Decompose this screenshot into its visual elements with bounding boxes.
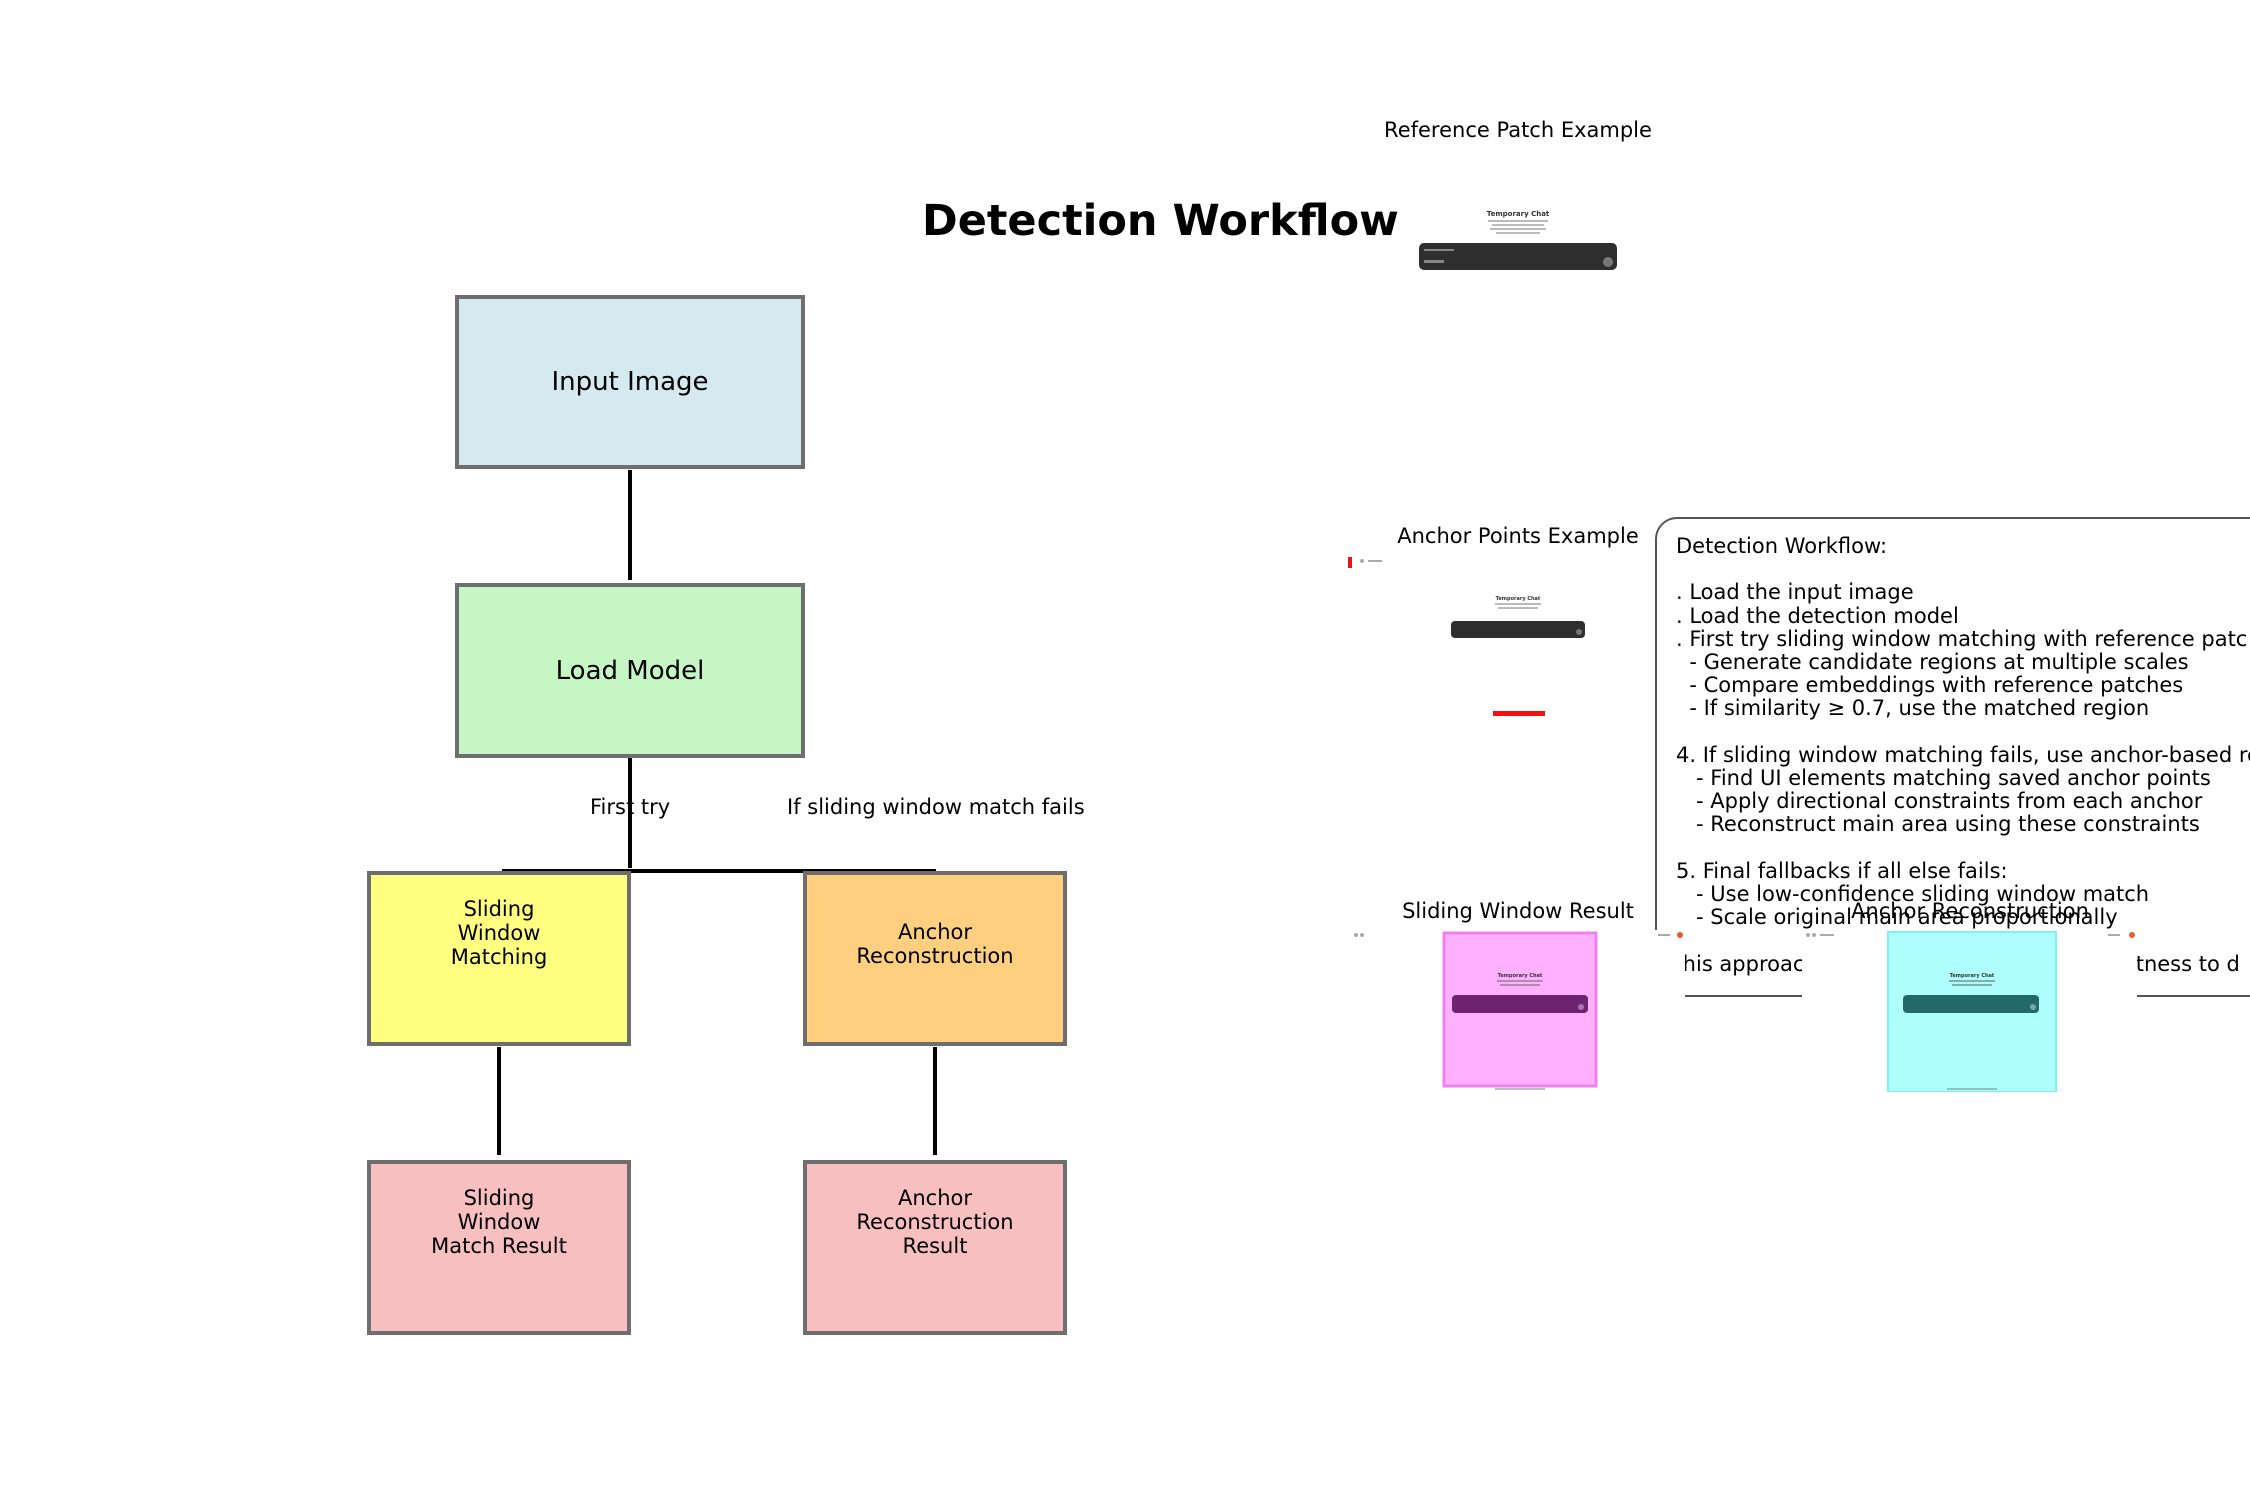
caption-anchor-reconstruction: Anchor Reconstruction (1851, 899, 2089, 923)
workflow-notes-text: Detection Workflow: . Load the input ima… (1676, 534, 2250, 976)
caption-anchor-points: Anchor Points Example (1397, 524, 1639, 548)
node-sliding-window-matching-label: Sliding Window Matching (450, 897, 548, 969)
node-anchor-reconstruction: Anchor Reconstruction (803, 871, 1067, 1046)
node-anchor-reconstruction-result: Anchor Reconstruction Result (803, 1160, 1067, 1335)
edge-sliding-to-result (497, 1047, 501, 1155)
node-sliding-window-result: Sliding Window Match Result (367, 1160, 631, 1335)
node-load-model-label: Load Model (555, 655, 705, 686)
node-input-image: Input Image (455, 295, 805, 469)
anchor-reconstruction-thumbnail: Temporary Chat (1802, 930, 2137, 1093)
edge-split-bar (502, 869, 936, 873)
node-sliding-window-result-label: Sliding Window Match Result (431, 1186, 567, 1258)
edge-input-to-load (628, 470, 632, 580)
reference-patch-thumbnail: Temporary Chat (1418, 208, 1618, 272)
workflow-notes-panel (1655, 517, 2250, 997)
sliding-result-thumb-heading: Temporary Chat (1498, 973, 1543, 979)
edge-label-first-try: First try (590, 795, 671, 819)
sliding-window-result-thumbnail: Temporary Chat (1350, 930, 1685, 1090)
edge-load-to-split (628, 758, 632, 868)
node-anchor-reconstruction-label: Anchor Reconstruction (856, 920, 1014, 968)
node-sliding-window-matching: Sliding Window Matching (367, 871, 631, 1046)
edge-anchor-to-result (933, 1047, 937, 1155)
caption-reference-patch: Reference Patch Example (1384, 118, 1652, 142)
edge-label-fallback: If sliding window match fails (787, 795, 1085, 819)
anchor-points-thumbnail: Temporary Chat (1348, 555, 1688, 720)
node-input-image-label: Input Image (551, 367, 709, 397)
caption-sliding-window-result: Sliding Window Result (1402, 899, 1634, 923)
node-anchor-reconstruction-result-label: Anchor Reconstruction Result (856, 1186, 1014, 1258)
anchor-points-thumb-heading: Temporary Chat (1496, 596, 1541, 602)
reference-patch-thumb-heading: Temporary Chat (1487, 210, 1550, 218)
diagram-title: Detection Workflow (922, 196, 1399, 246)
anchor-result-thumb-heading: Temporary Chat (1950, 973, 1995, 979)
node-load-model: Load Model (455, 583, 805, 758)
